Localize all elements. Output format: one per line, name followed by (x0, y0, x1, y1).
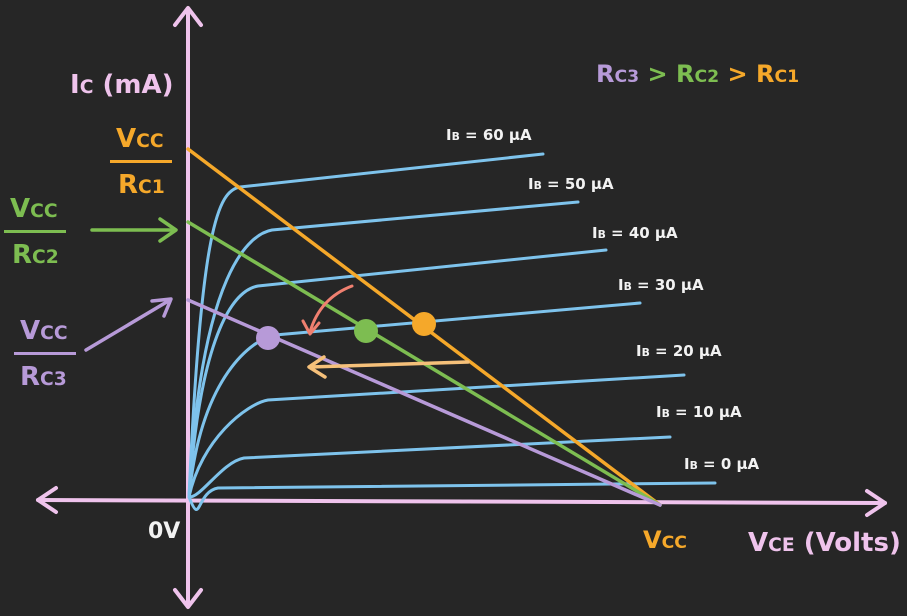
fraction-rc3-numerator: VCC (20, 316, 68, 346)
origin-label: 0V (148, 519, 181, 544)
curve-label-ib-40: IB = 40 µA (592, 224, 678, 242)
curved-arrow-icon (301, 284, 354, 336)
curve-label-ib-10: IB = 10 µA (656, 403, 742, 421)
resistance-relation: RC3 > RC2 > RC1 (596, 62, 799, 86)
q-point-rc1 (412, 312, 436, 336)
relation-r2: R (676, 60, 695, 88)
fraction-rc2-denominator: RC2 (12, 240, 59, 270)
x-axis (36, 486, 887, 517)
relation-gt-1: > (639, 60, 676, 88)
vcc-x-intercept-label: VCC (643, 528, 687, 552)
fraction-rc1-denominator: RC1 (118, 170, 165, 200)
x-axis-label: VCE (Volts) (748, 530, 901, 556)
y-axis-label: IC (mA) (70, 72, 173, 98)
relation-r2-sub: C2 (694, 67, 720, 87)
shift-left-arrow-icon (307, 355, 470, 379)
fraction-rc2-numerator: VCC (10, 194, 58, 224)
vcc-subscript: CC (661, 533, 687, 553)
x-axis-subscript: CE (768, 535, 795, 556)
arrow-to-rc2-intercept-icon (90, 217, 178, 243)
curve-label-ib-30: IB = 30 µA (618, 276, 704, 294)
x-axis-unit: (Volts) (794, 528, 901, 558)
relation-r3: R (596, 60, 615, 88)
y-axis-unit: (mA) (93, 70, 174, 100)
y-axis-symbol: I (70, 70, 80, 100)
vcc-symbol: V (643, 526, 662, 554)
fraction-rc1-bar (110, 160, 172, 163)
y-axis-subscript: C (79, 77, 94, 98)
relation-r3-sub: C3 (614, 67, 640, 87)
fraction-rc3-bar (14, 352, 76, 355)
curve-label-ib-20: IB = 20 µA (636, 342, 722, 360)
relation-gt-2: > (719, 60, 756, 88)
curve-label-ib-50: IB = 50 µA (528, 175, 614, 193)
relation-r1-sub: C1 (774, 67, 800, 87)
curve-label-ib-60: IB = 60 µA (446, 126, 532, 144)
fraction-rc1-numerator: VCC (116, 124, 164, 154)
characteristic-curve-ib-0 (187, 481, 717, 511)
q-point-rc3 (256, 326, 280, 350)
characteristic-curve-ib-50 (187, 200, 580, 499)
characteristic-curve-ib-40 (187, 248, 608, 499)
y-axis (173, 6, 203, 609)
x-axis-symbol: V (748, 528, 769, 558)
characteristic-curve-ib-20 (187, 373, 686, 499)
curve-label-ib-0: IB = 0 µA (684, 455, 760, 473)
fraction-rc2-bar (4, 230, 66, 233)
fraction-rc3-denominator: RC3 (20, 362, 67, 392)
characteristic-curve-ib-10 (187, 435, 672, 499)
relation-r1: R (756, 60, 775, 88)
q-point-rc2 (354, 319, 378, 343)
arrow-to-rc3-intercept-icon (84, 297, 173, 352)
